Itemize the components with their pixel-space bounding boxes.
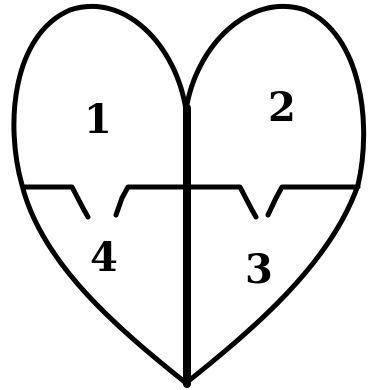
left-horizontal-divider	[24, 187, 187, 217]
right-horizontal-divider	[187, 187, 358, 217]
region-label-4: 4	[90, 234, 118, 281]
region-label-1: 1	[84, 96, 112, 143]
region-label-2: 2	[268, 84, 296, 131]
region-label-3: 3	[245, 246, 273, 293]
